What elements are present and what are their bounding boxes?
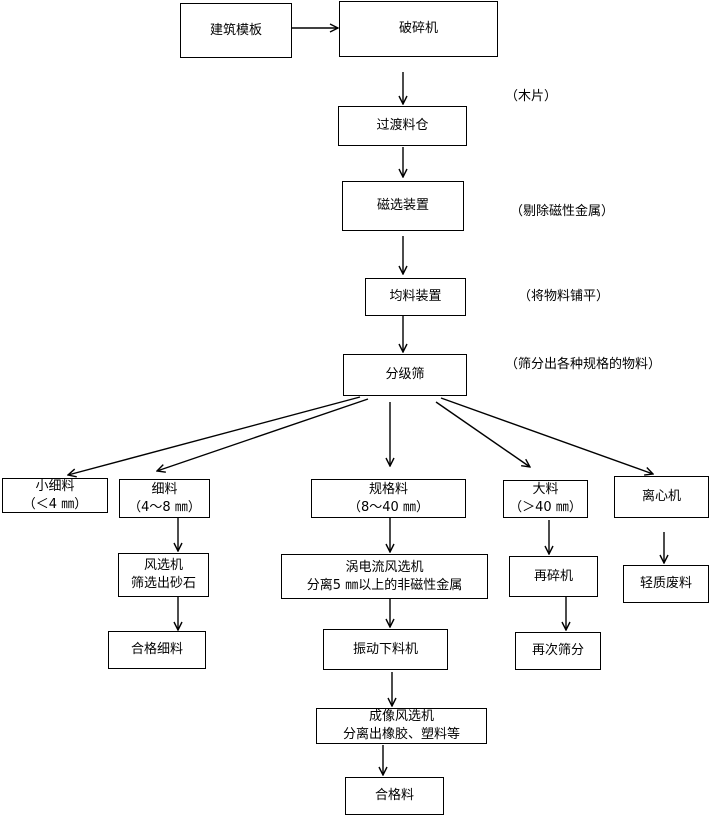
crusher-box: 破碎机	[339, 1, 498, 57]
air-separator-label: 风选机	[143, 558, 183, 573]
eddy-current-separator-label: 涡电流风选机	[345, 559, 424, 575]
small-fines-size: （＜4 ㎜）	[22, 496, 88, 512]
large-material-label: 大料	[532, 482, 559, 497]
fines-label: 细料	[151, 481, 178, 497]
light-waste-box: 轻质废料	[623, 565, 709, 603]
spec-material-size: （8～40 ㎜）	[348, 499, 429, 515]
fines-size: （4～8 ㎜）	[128, 499, 201, 515]
qualified-fines-label: 合格细料	[130, 642, 183, 657]
fines-box: 细料 （4～8 ㎜）	[119, 479, 210, 518]
classifying-screen-label: 分级筛	[385, 367, 425, 382]
arrow-screen-to-large	[435, 401, 530, 467]
qualified-fines-box: 合格细料	[108, 631, 206, 669]
arrow-screen-to-centrifuge	[440, 397, 653, 474]
large-material-size: （＞40 ㎜）	[509, 500, 582, 515]
re-screening-box: 再次筛分	[515, 632, 601, 670]
air-separator-box: 风选机 筛选出砂石	[118, 553, 209, 597]
leveling-device-box: 均料装置	[365, 278, 466, 316]
building-formwork-box: 建筑模板	[180, 3, 292, 58]
qualified-material-box: 合格料	[345, 777, 444, 815]
building-formwork-label: 建筑模板	[209, 22, 262, 38]
spec-material-box: 规格料 （8～40 ㎜）	[311, 479, 466, 518]
imaging-air-separator-box: 成像风选机 分离出橡胶、塑料等	[316, 708, 487, 744]
arrow-screen-to-fines	[157, 398, 369, 471]
transition-bin-box: 过渡料仓	[338, 106, 467, 146]
remove-magnetic-metal-note: （剔除磁性金属）	[510, 204, 615, 219]
re-screening-label: 再次筛分	[531, 643, 584, 658]
arrow-screen-to-small-fines	[68, 396, 361, 475]
magnetic-separator-label: 磁选装置	[376, 198, 429, 213]
leveling-device-label: 均料装置	[389, 289, 442, 304]
vibrating-feeder-box: 振动下料机	[323, 629, 448, 670]
qualified-material-label: 合格料	[374, 788, 414, 803]
eddy-current-separator-box: 涡电流风选机 分离5 ㎜以上的非磁性金属	[281, 554, 488, 599]
vibrating-feeder-label: 振动下料机	[352, 641, 418, 657]
centrifuge-label: 离心机	[641, 489, 681, 504]
imaging-air-separator-label: 成像风选机	[368, 709, 434, 724]
classifying-screen-box: 分级筛	[343, 354, 467, 396]
large-material-box: 大料 （＞40 ㎜）	[503, 480, 588, 518]
crusher-label: 破碎机	[398, 21, 438, 36]
spread-material-note: （将物料铺平）	[518, 289, 610, 304]
spec-material-label: 规格料	[368, 481, 408, 497]
wood-chips-note: （木片）	[505, 89, 558, 104]
screen-out-sizes-note: （筛分出各种规格的物料）	[505, 357, 662, 372]
re-crusher-label: 再碎机	[533, 568, 573, 584]
eddy-current-separator-desc: 分离5 ㎜以上的非磁性金属	[306, 577, 463, 593]
light-waste-label: 轻质废料	[639, 576, 692, 591]
magnetic-separator-box: 磁选装置	[342, 181, 464, 231]
air-separator-desc: 筛选出砂石	[130, 576, 196, 591]
centrifuge-box: 离心机	[614, 476, 709, 518]
transition-bin-label: 过渡料仓	[376, 118, 429, 133]
small-fines-box: 小细料 （＜4 ㎜）	[2, 478, 108, 513]
re-crusher-box: 再碎机	[509, 556, 598, 597]
imaging-air-separator-desc: 分离出橡胶、塑料等	[342, 727, 460, 742]
small-fines-label: 小细料	[35, 478, 75, 494]
